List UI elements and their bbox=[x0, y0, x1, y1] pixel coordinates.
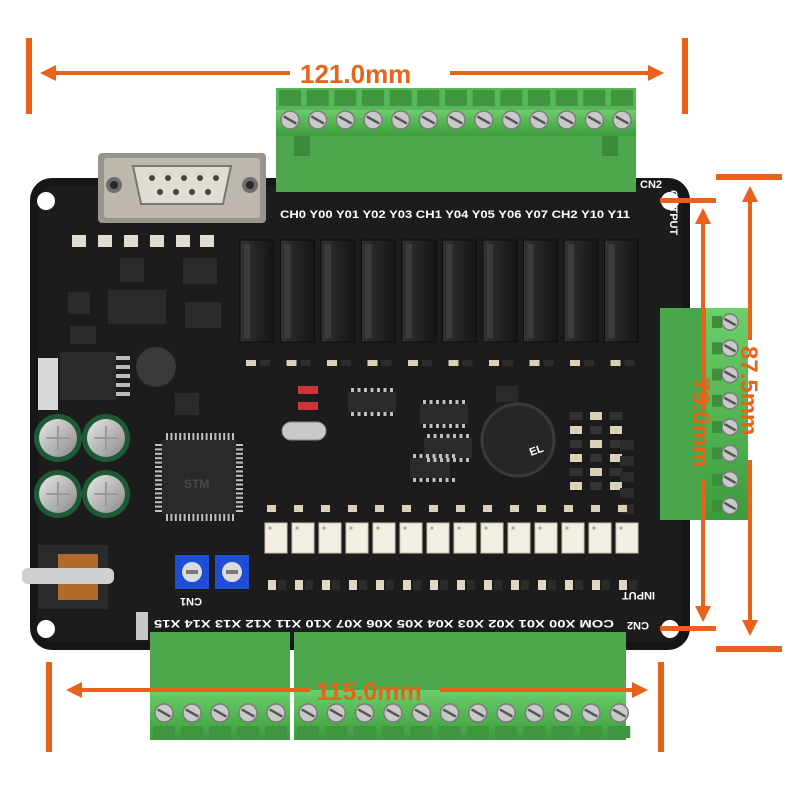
switch bbox=[136, 612, 148, 640]
bottom-width-label: 115.0mm bbox=[316, 678, 422, 706]
buzzer-label: EL bbox=[528, 443, 546, 459]
right-terminal-block bbox=[660, 308, 748, 520]
inductor bbox=[136, 347, 176, 387]
top-output-terminal-block bbox=[276, 88, 636, 192]
cn2-top-label: CN2 bbox=[640, 179, 662, 191]
right-side-smd-components bbox=[570, 412, 634, 514]
voltage-regulator bbox=[38, 352, 130, 410]
electrolytic-capacitors bbox=[34, 414, 130, 518]
input-labels: COM X00 X01 X02 X03 X04 X05 X06 X07 X10 … bbox=[154, 617, 614, 629]
bottom-input-terminal-block bbox=[150, 632, 631, 740]
crystal bbox=[281, 421, 327, 441]
small-ic bbox=[175, 393, 199, 415]
cn2-bottom-label: CN2 bbox=[627, 619, 649, 631]
buzzer: EL bbox=[480, 386, 556, 478]
cn1-label: CN1 bbox=[180, 595, 202, 607]
dimension-markings bbox=[26, 38, 782, 752]
input-led-row bbox=[268, 580, 637, 590]
relay-led-row bbox=[246, 360, 635, 366]
inner-height-label: 79.0mm bbox=[687, 378, 714, 467]
output-header: OUTPUT bbox=[667, 190, 679, 236]
microcontroller-chip: STM bbox=[155, 433, 243, 521]
top-width-label: 121.0mm bbox=[300, 59, 411, 89]
central-ics bbox=[298, 386, 472, 482]
common-mode-choke bbox=[22, 545, 114, 609]
top-output-labels: CH0 Y00 Y01 Y02 Y03 CH1 Y04 Y05 Y06 Y07 … bbox=[280, 209, 630, 221]
input-header: INPUT bbox=[622, 589, 655, 601]
optocoupler-row bbox=[264, 505, 639, 554]
relay-row bbox=[239, 239, 639, 343]
blue-potentiometers bbox=[175, 555, 249, 589]
db9-serial-connector bbox=[98, 153, 266, 223]
outer-height-label: 87.5mm bbox=[735, 346, 762, 435]
upper-left-components bbox=[68, 235, 221, 344]
svg-text:STM: STM bbox=[184, 477, 209, 491]
